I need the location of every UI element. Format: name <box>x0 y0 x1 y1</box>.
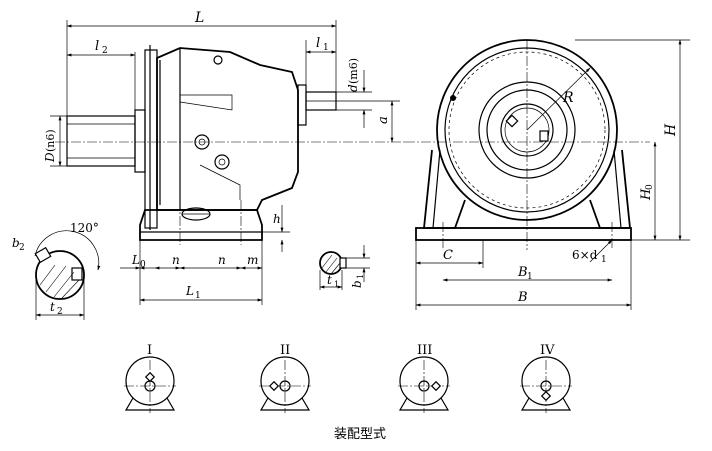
assembly-types: I II III IV <box>124 343 572 442</box>
dim-L1: L <box>185 284 194 298</box>
dim-d: d <box>346 84 360 92</box>
housing <box>156 47 299 211</box>
svg-text:1: 1 <box>601 255 607 265</box>
dim-H0: H <box>639 188 654 201</box>
dim-C: C <box>443 248 453 263</box>
output-shaft <box>66 115 136 167</box>
assembly-caption: 装配型式 <box>334 427 386 442</box>
dim-D: D <box>43 152 57 163</box>
dim-b2: b <box>12 236 20 250</box>
assembly-type-IV: IV <box>520 343 572 413</box>
svg-text:1: 1 <box>356 274 365 279</box>
svg-text:0: 0 <box>645 184 655 190</box>
dim-l1: l <box>316 36 320 51</box>
dim-l2: l <box>95 39 99 54</box>
svg-text:2: 2 <box>57 307 63 317</box>
svg-text:1: 1 <box>323 43 329 53</box>
side-view: L l 2 l 1 d (m6) a D (n6) <box>43 10 405 305</box>
svg-text:I: I <box>147 343 152 358</box>
dim-H: H <box>663 123 679 137</box>
svg-text:2: 2 <box>19 243 25 253</box>
svg-text:2: 2 <box>102 46 108 56</box>
dim-h: h <box>273 212 281 226</box>
dim-holes: 6×d <box>572 248 598 262</box>
svg-text:III: III <box>417 343 432 358</box>
dim-t2: t <box>50 300 55 314</box>
dim-b1: b <box>350 280 364 288</box>
dim-L0: L <box>131 253 140 267</box>
svg-text:IV: IV <box>540 343 555 358</box>
svg-text:1: 1 <box>527 272 533 282</box>
assembly-type-II: II <box>259 343 311 413</box>
svg-text:II: II <box>280 343 290 358</box>
svg-text:0: 0 <box>140 260 146 270</box>
dim-t1: t <box>327 273 332 287</box>
svg-text:(m6): (m6) <box>347 58 360 84</box>
dim-n1: n <box>172 253 180 267</box>
dim-B1: B <box>517 265 528 280</box>
key-section: t 1 b 1 <box>319 245 370 290</box>
shaft-section: 120° b 2 t 2 <box>12 221 101 320</box>
assembly-type-III: III <box>398 343 450 413</box>
dim-n2: n <box>218 253 226 267</box>
dim-L: L <box>194 10 204 26</box>
front-view: R H H 0 C 6×d 1 B 1 B <box>405 39 690 310</box>
dim-m: m <box>247 253 258 267</box>
outer-casing <box>436 39 618 221</box>
svg-text:1: 1 <box>195 291 201 301</box>
svg-text:(n6): (n6) <box>44 129 57 152</box>
dim-a: a <box>376 116 391 124</box>
dim-B: B <box>517 290 528 305</box>
svg-text:1: 1 <box>334 280 339 289</box>
dim-R: R <box>562 90 574 106</box>
dim-angle: 120° <box>70 221 99 235</box>
assembly-type-I: I <box>124 343 176 413</box>
base-plate <box>415 227 632 241</box>
